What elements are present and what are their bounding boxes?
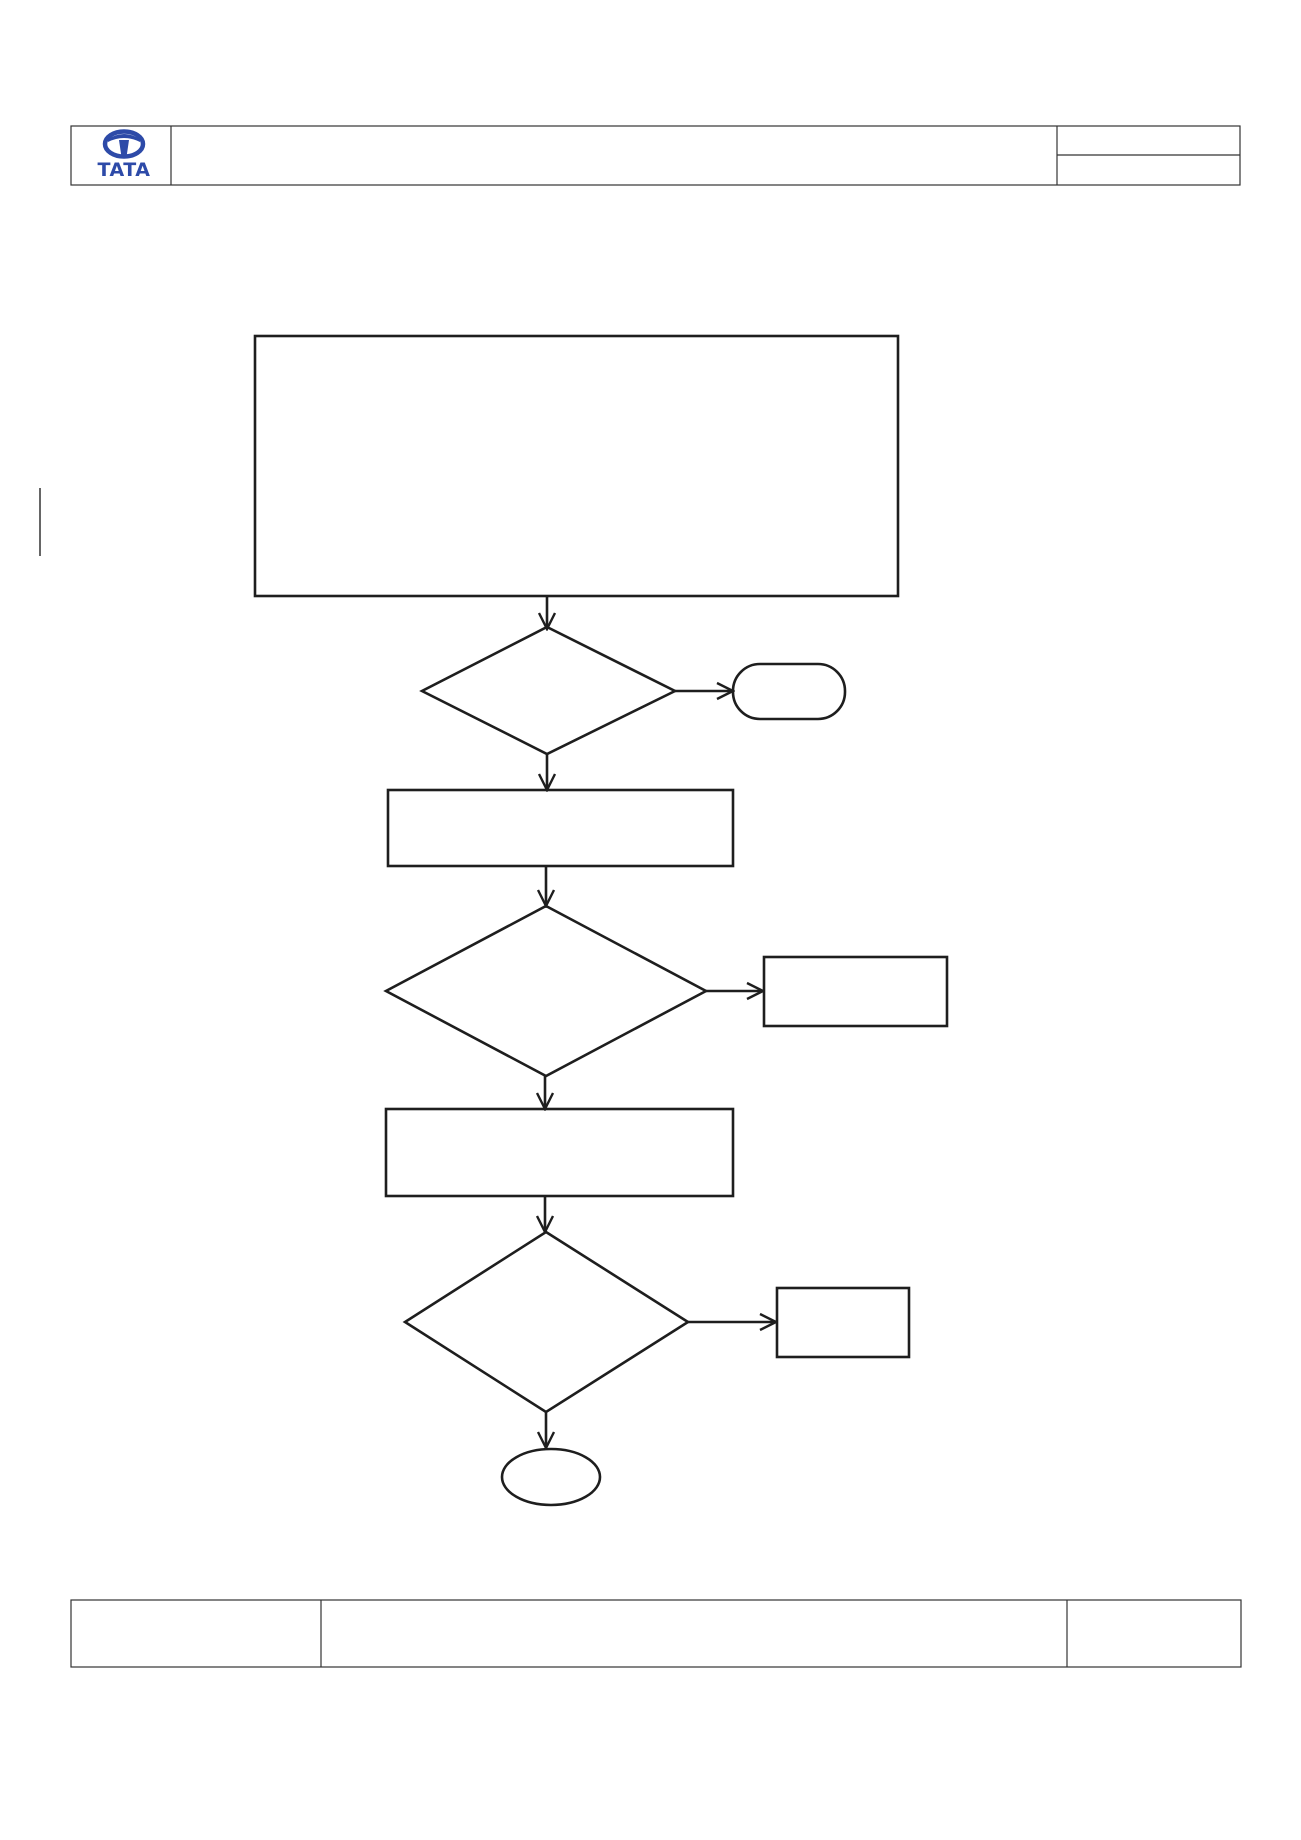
flow-node-terminal-1 xyxy=(731,662,847,721)
footer-frame xyxy=(70,1599,1242,1668)
page-footer xyxy=(70,1599,1242,1668)
flow-node-decision-3 xyxy=(402,1230,691,1414)
tata-t-logo-icon xyxy=(102,129,146,159)
flow-node-result-2 xyxy=(762,955,949,1028)
flow-node-intro-box xyxy=(253,334,900,598)
flow-connectors xyxy=(545,596,776,1448)
flowchart xyxy=(253,334,949,1507)
flow-node-result-3 xyxy=(775,1286,911,1359)
flow-node-decision-2 xyxy=(383,904,709,1078)
flow-node-process-1 xyxy=(386,788,735,868)
flow-node-decision-1 xyxy=(419,625,678,756)
page-header: TATA xyxy=(70,125,1241,186)
flow-node-end xyxy=(500,1447,602,1507)
logo-wordmark: TATA xyxy=(98,159,151,181)
tata-logo: TATA xyxy=(98,129,151,181)
flow-node-process-2 xyxy=(384,1107,735,1198)
